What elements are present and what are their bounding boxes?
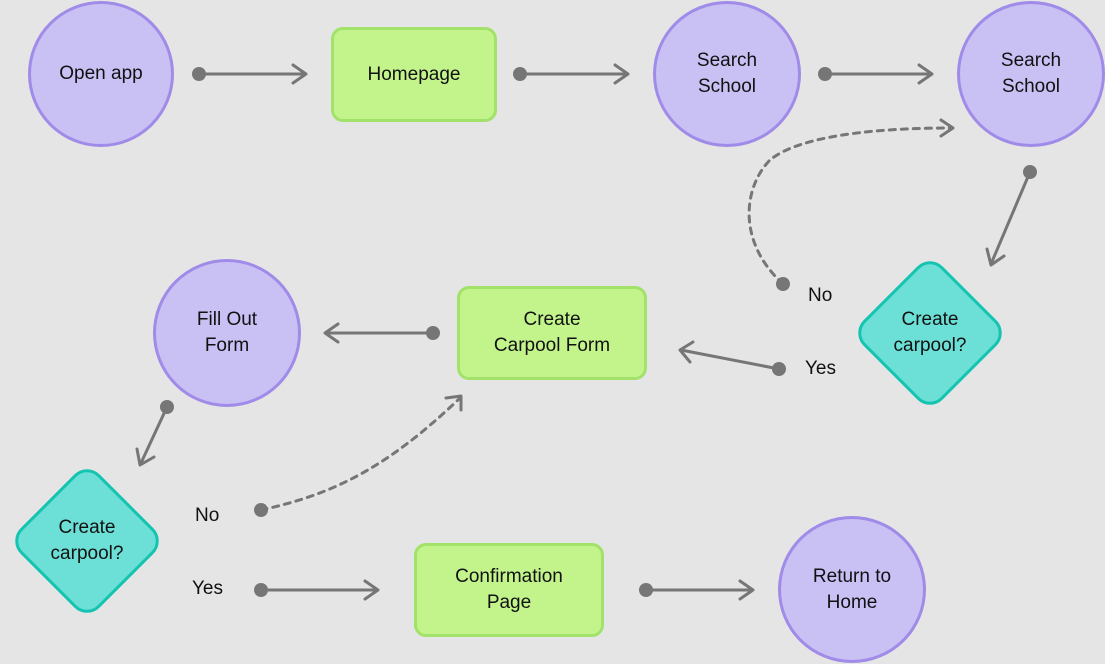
node-search-school-2-label: Search School bbox=[1000, 50, 1062, 97]
node-fill-out-form: Fill Out Form bbox=[153, 259, 301, 407]
edge-search-school-to-search-school bbox=[823, 63, 934, 85]
edge-homepage-to-search-school bbox=[518, 63, 630, 85]
node-create-carpool-form-label: Create Carpool Form bbox=[493, 309, 611, 356]
edge-confirmation-to-return-home bbox=[644, 579, 755, 601]
edge-decision-1-yes-to-form bbox=[678, 340, 781, 371]
edge-label-decision-1-yes: Yes bbox=[805, 358, 836, 379]
node-confirmation-page-label: Confirmation Page bbox=[455, 566, 563, 613]
node-fill-out-form-label: Fill Out Form bbox=[196, 309, 258, 356]
node-create-carpool-form: Create Carpool Form bbox=[457, 286, 647, 380]
node-decision-create-carpool-2: Create carpool? bbox=[7, 461, 167, 621]
node-confirmation-page: Confirmation Page bbox=[414, 543, 604, 637]
connector-dots bbox=[160, 67, 1037, 597]
node-open-app: Open app bbox=[28, 1, 174, 147]
node-return-to-home: Return to Home bbox=[778, 516, 926, 663]
edge-decision-2-yes-to-confirmation bbox=[259, 579, 380, 601]
edge-label-decision-2-no: No bbox=[195, 505, 220, 526]
decision-2-label: Create carpool? bbox=[50, 517, 124, 564]
edge-decision-1-no-loop bbox=[747, 118, 955, 286]
node-homepage: Homepage bbox=[331, 27, 497, 122]
edge-label-decision-1-no: No bbox=[808, 285, 833, 306]
node-open-app-label: Open app bbox=[59, 63, 143, 84]
node-search-school-2: Search School bbox=[957, 1, 1105, 147]
node-search-school-1: Search School bbox=[653, 1, 801, 147]
edge-search-school-to-decision-1 bbox=[985, 170, 1032, 267]
node-search-school-1-label: Search School bbox=[696, 50, 758, 97]
node-return-to-home-label: Return to Home bbox=[812, 565, 892, 613]
decision-1-label: Create carpool? bbox=[893, 309, 967, 356]
node-decision-create-carpool-1: Create carpool? bbox=[850, 253, 1010, 413]
edge-decision-2-no-loop bbox=[259, 394, 463, 512]
edge-label-decision-2-yes: Yes bbox=[192, 578, 223, 599]
edge-fill-out-to-decision-2 bbox=[135, 405, 169, 467]
edge-open-app-to-homepage bbox=[197, 63, 308, 85]
edge-form-to-fill-out bbox=[323, 322, 435, 344]
node-homepage-label: Homepage bbox=[367, 63, 461, 85]
